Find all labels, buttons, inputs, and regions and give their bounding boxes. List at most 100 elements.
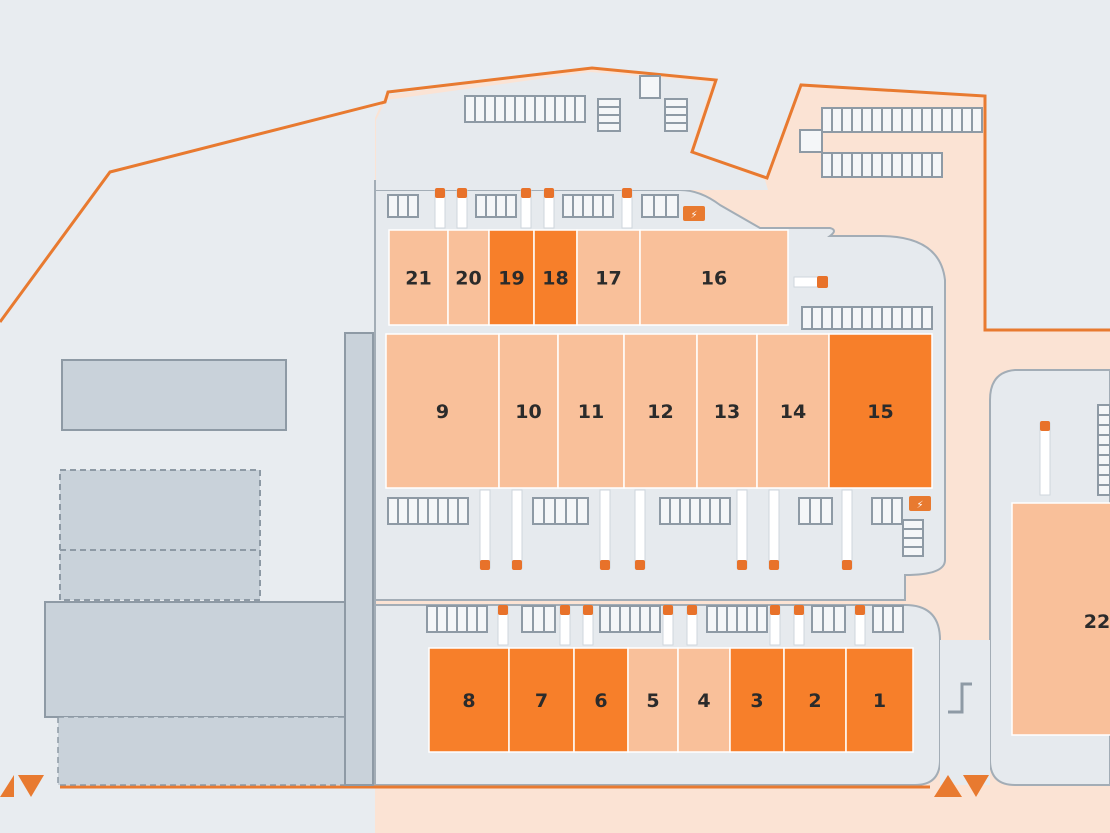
- parking-bay: [524, 95, 536, 123]
- unit-15[interactable]: 15: [828, 333, 933, 489]
- neighbour-building-b: [59, 469, 261, 601]
- parking-bay: [831, 306, 843, 330]
- unit-13[interactable]: 13: [696, 333, 758, 489]
- parking-bay: [831, 107, 843, 133]
- unit-shape[interactable]: [623, 333, 698, 489]
- unit-label: 12: [647, 401, 673, 423]
- parking-bays: [387, 75, 1110, 633]
- parking-bay: [665, 194, 679, 218]
- unit-shape[interactable]: [696, 333, 758, 489]
- parking-bay: [821, 107, 833, 133]
- parking-bay: [592, 194, 604, 218]
- parking-bay: [872, 605, 884, 633]
- unit-10[interactable]: 10: [498, 333, 559, 489]
- parking-bay: [664, 114, 688, 124]
- unit-shape[interactable]: [576, 229, 641, 326]
- svg-text:⚡: ⚡: [690, 210, 697, 221]
- unit-shape[interactable]: [498, 333, 559, 489]
- parking-bay: [821, 152, 833, 178]
- unit-shape[interactable]: [756, 333, 830, 489]
- parking-bay: [466, 605, 478, 633]
- unit-18[interactable]: 18: [533, 229, 578, 326]
- loading-bollard-icon: [769, 560, 779, 570]
- parking-bay: [841, 107, 853, 133]
- unit-shape[interactable]: [1011, 502, 1110, 736]
- parking-bay: [554, 95, 566, 123]
- unit-shape[interactable]: [428, 647, 510, 753]
- unit-shape[interactable]: [508, 647, 575, 753]
- unit-1[interactable]: 1: [845, 647, 914, 753]
- parking-bay: [664, 122, 688, 132]
- unit-shape[interactable]: [388, 229, 449, 326]
- unit-21[interactable]: 21: [388, 229, 449, 326]
- entrance-arrows-icon: [934, 775, 989, 797]
- unit-4[interactable]: 4: [677, 647, 731, 753]
- parking-bay: [446, 605, 458, 633]
- parking-bay: [609, 605, 621, 633]
- unit-shape[interactable]: [533, 229, 578, 326]
- unit-9[interactable]: 9: [385, 333, 500, 489]
- unit-label: 10: [515, 401, 541, 423]
- parking-bay: [456, 605, 468, 633]
- loading-bollard-icon: [521, 188, 531, 198]
- loading-bollard-icon: [599, 489, 611, 569]
- unit-17[interactable]: 17: [576, 229, 641, 326]
- unit-8[interactable]: 8: [428, 647, 510, 753]
- unit-16[interactable]: 16: [639, 229, 789, 326]
- loading-bollard-icon: [794, 605, 804, 615]
- loading-bollard-icon: [1040, 421, 1050, 431]
- unit-shape[interactable]: [488, 229, 535, 326]
- unit-3[interactable]: 3: [729, 647, 785, 753]
- unit-shape[interactable]: [828, 333, 933, 489]
- parking-bay: [726, 605, 738, 633]
- loading-bollard-icon: [842, 560, 852, 570]
- unit-shape[interactable]: [573, 647, 629, 753]
- unit-shape[interactable]: [557, 333, 625, 489]
- unit-shape[interactable]: [447, 229, 490, 326]
- parking-bay: [689, 497, 701, 525]
- unit-22[interactable]: 22: [1011, 502, 1110, 736]
- unit-11[interactable]: 11: [557, 333, 625, 489]
- unit-14[interactable]: 14: [756, 333, 830, 489]
- unit-shape[interactable]: [729, 647, 785, 753]
- parking-bay: [494, 95, 506, 123]
- parking-bay: [597, 122, 621, 132]
- parking-bay: [474, 95, 486, 123]
- unit-2[interactable]: 2: [783, 647, 847, 753]
- loading-bollard-icon: [635, 560, 645, 570]
- unit-shape[interactable]: [639, 229, 789, 326]
- parking-bay: [921, 306, 933, 330]
- unit-shape[interactable]: [627, 647, 679, 753]
- unit-5[interactable]: 5: [627, 647, 679, 753]
- unit-20[interactable]: 20: [447, 229, 490, 326]
- unit-shape[interactable]: [845, 647, 914, 753]
- parking-bay: [629, 605, 641, 633]
- unit-12[interactable]: 12: [623, 333, 698, 489]
- parking-bay: [902, 519, 924, 530]
- parking-bay: [597, 98, 621, 108]
- unit-label: 13: [714, 401, 740, 423]
- loading-bollard-icon: [634, 489, 646, 569]
- parking-bay: [464, 95, 476, 123]
- parking-bay: [756, 605, 768, 633]
- parking-bay: [881, 152, 893, 178]
- unit-7[interactable]: 7: [508, 647, 575, 753]
- parking-bay: [921, 152, 933, 178]
- parking-bay: [505, 194, 517, 218]
- parking-bay: [639, 75, 661, 99]
- unit-shape[interactable]: [677, 647, 731, 753]
- svg-text:⚡: ⚡: [916, 500, 923, 511]
- parking-bay: [861, 152, 873, 178]
- parking-bay: [576, 497, 589, 525]
- unit-6[interactable]: 6: [573, 647, 629, 753]
- unit-19[interactable]: 19: [488, 229, 535, 326]
- loading-bollard-icon: [600, 560, 610, 570]
- parking-bay: [931, 152, 943, 178]
- unit-label: 7: [535, 690, 548, 712]
- parking-bay: [911, 107, 923, 133]
- parking-bay: [653, 194, 667, 218]
- unit-shape[interactable]: [783, 647, 847, 753]
- ev-charging-icon: ⚡: [909, 496, 931, 511]
- parking-bay: [476, 605, 488, 633]
